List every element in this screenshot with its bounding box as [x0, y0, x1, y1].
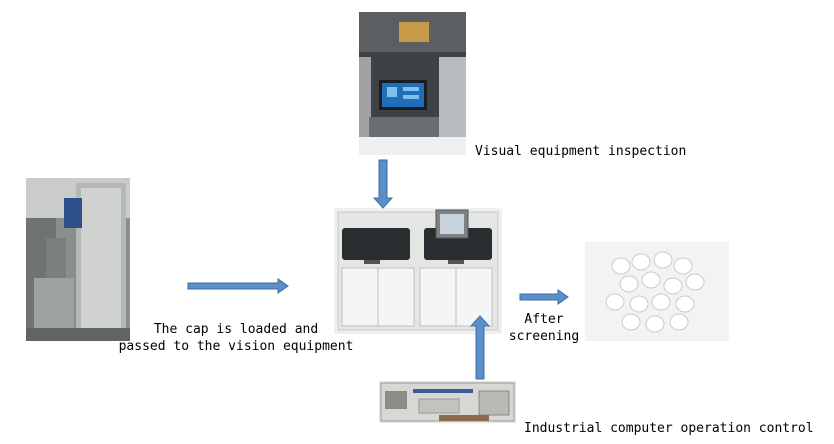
industrial-computer-photo — [379, 381, 516, 423]
computer-caption: Industrial computer operation control — [524, 421, 814, 436]
arrow-down-from-inspection — [372, 159, 394, 209]
screened-caps-photo — [585, 242, 729, 341]
visual-inspection-photo — [359, 12, 466, 155]
inspection-caption: Visual equipment inspection — [475, 144, 687, 159]
arrow-up-from-computer — [469, 315, 491, 380]
arrow-right-to-vision — [187, 278, 289, 294]
loading-caption: The cap is loaded and passed to the visi… — [118, 322, 354, 354]
arrow-right-to-caps — [519, 289, 569, 305]
loading-machine-photo — [26, 178, 130, 341]
screening-caption: After screening — [508, 312, 580, 344]
